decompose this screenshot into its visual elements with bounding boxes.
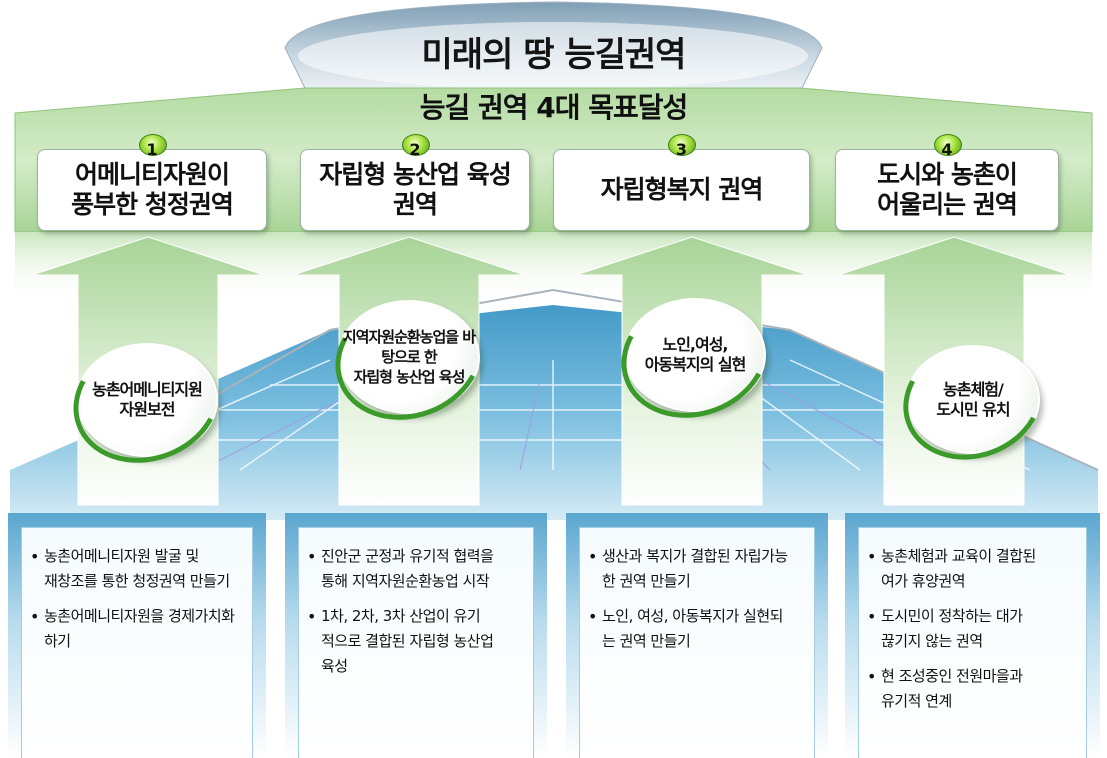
badge-line: 자립형 농산업 육성: [353, 368, 466, 386]
text-line: 한 권역 만들기: [602, 572, 691, 590]
strategy-badge-3: 노인,여성,아동복지의 실현: [603, 272, 787, 438]
text-line: 하기: [44, 632, 71, 650]
badge-line: 자원보전: [119, 400, 176, 419]
badge-line: 농촌어메니티지원: [92, 380, 203, 399]
page-title: 미래의 땅 능길권역: [421, 35, 687, 75]
text-line: 농촌어메니티자원을 경제가치화: [44, 607, 235, 625]
goal-line-2: 어울리는 권역: [877, 190, 1018, 219]
goal-line-1: 어메니티자원이: [74, 160, 230, 189]
badge-line: 노인,여성,: [662, 335, 728, 354]
text-line: 는 권역 만들기: [602, 632, 691, 650]
text-line: 재창조를 통한 청정권역 만들기: [44, 572, 230, 590]
goal-line-1: 자립형 농산업 육성: [319, 160, 511, 189]
strategy-badge-4: 농촌체험/도시민 유치: [886, 320, 1060, 479]
text-line: 농촌체험과 교육이 결합된: [881, 547, 1036, 565]
goal-number: 2: [409, 140, 421, 159]
goal-line-1: 자립형복지 권역: [600, 175, 764, 204]
gem-icon: [139, 134, 167, 156]
text-line: 유기적 연계: [881, 692, 952, 710]
text-line: 현 조성중인 전원마을과: [881, 667, 1023, 685]
goal-line-2: 풍부한 청정권역: [71, 190, 234, 219]
goal-number: 4: [941, 140, 953, 159]
badge-line: 아동복지의 실현: [644, 355, 747, 374]
text-line: 통해 지역자원순환농업 시작: [321, 572, 490, 590]
gem-icon: [934, 134, 962, 156]
text-line: 적으로 결합된 자립형 농산업: [321, 632, 494, 650]
goal-number: 3: [675, 140, 688, 159]
text-line: 여가 휴양권역: [881, 572, 966, 590]
goal-line-2: 권역: [392, 190, 438, 219]
text-line: 끊기지 않는 권역: [881, 632, 983, 650]
text-line: 생산과 복지가 결합된 자립가능: [602, 547, 788, 565]
goal-subtitle: 능길 권역 4대 목표달성: [419, 91, 689, 124]
badge-line: 탕으로 한: [381, 348, 437, 366]
text-line: 육성: [321, 657, 348, 675]
text-line: 도시민이 정착하는 대가: [881, 607, 1023, 625]
badge-line: 농촌체험/: [943, 379, 1004, 399]
goal-number: 1: [146, 140, 158, 159]
text-line: 노인, 여성, 아동복지가 실현되: [602, 607, 783, 625]
goal-line-1: 도시와 농촌이: [877, 160, 1018, 189]
text-line: 1차, 2차, 3차 산업이 유기: [321, 607, 481, 625]
goal-box-3: 3 자립형복지 권역: [553, 134, 810, 231]
gem-icon: [668, 134, 696, 156]
gem-icon: [402, 134, 430, 156]
badge-line: 지역자원순환농업을 바: [342, 328, 476, 346]
badge-line: 도시민 유치: [936, 399, 1010, 419]
text-line: 진안군 군정과 유기적 협력을: [321, 547, 494, 565]
text-line: 농촌어메니티자원 발굴 및: [44, 547, 199, 565]
